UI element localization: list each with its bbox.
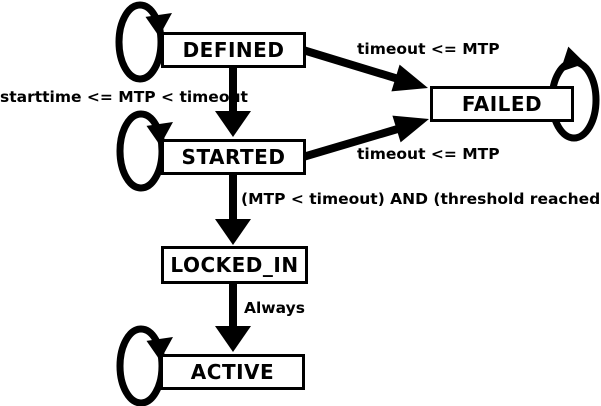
- state-active: ACTIVE: [160, 354, 305, 390]
- transition-defined-started-arrow: [215, 64, 251, 137]
- state-started: STARTED: [161, 139, 306, 175]
- transition-defined-failed-label: timeout <= MTP: [357, 40, 500, 58]
- state-started-label: STARTED: [181, 145, 286, 169]
- state-active-label: ACTIVE: [190, 360, 275, 384]
- state-locked-in-label: LOCKED_IN: [170, 253, 299, 277]
- state-failed: FAILED: [430, 86, 574, 122]
- transition-locked_in-active-arrow: [215, 282, 251, 352]
- transition-started-failed-label: timeout <= MTP: [357, 145, 500, 163]
- state-defined: DEFINED: [161, 32, 306, 68]
- transition-defined-started-label: starttime <= MTP < timeout: [0, 88, 248, 106]
- transition-started-locked_in-arrow: [215, 173, 251, 245]
- transition-started-locked-in-label: (MTP < timeout) AND (threshold reached): [241, 190, 601, 208]
- state-locked-in: LOCKED_IN: [161, 246, 308, 284]
- state-failed-label: FAILED: [461, 92, 543, 116]
- transition-started-failed-arrow: [301, 115, 429, 161]
- transition-defined-failed-arrow: [301, 46, 428, 92]
- state-defined-label: DEFINED: [182, 38, 285, 62]
- transition-locked-in-active-label: Always: [244, 299, 305, 317]
